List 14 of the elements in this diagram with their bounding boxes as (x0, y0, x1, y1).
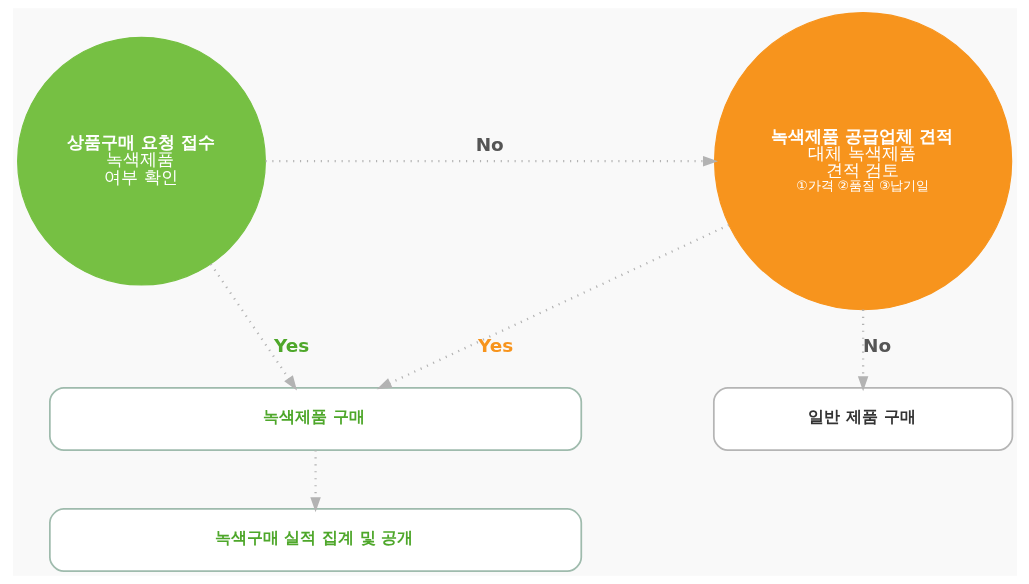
arrow (209, 263, 297, 391)
node-box: 일반 제품 구매 (712, 387, 1013, 451)
node-box: 녹색구매 실적 집계 및 공개 (48, 508, 582, 573)
edge-label: No (475, 133, 504, 155)
node-circle: 녹색제품 공급업체 견적 대체 녹색제품 견적 검토 ①가격 ②품질 ③납기일 (713, 12, 1012, 311)
arrow (265, 155, 718, 167)
edge-label: No (862, 334, 891, 356)
arrow (857, 309, 868, 392)
node-box: 녹색제품 구매 (48, 387, 582, 451)
arrow (309, 450, 321, 513)
edge-label: Yes (477, 334, 513, 356)
edge-label: Yes (273, 334, 309, 356)
arrow (376, 223, 729, 390)
node-circle: 상품구매 요청 접수 녹색제품 여부 확인 (16, 36, 266, 286)
